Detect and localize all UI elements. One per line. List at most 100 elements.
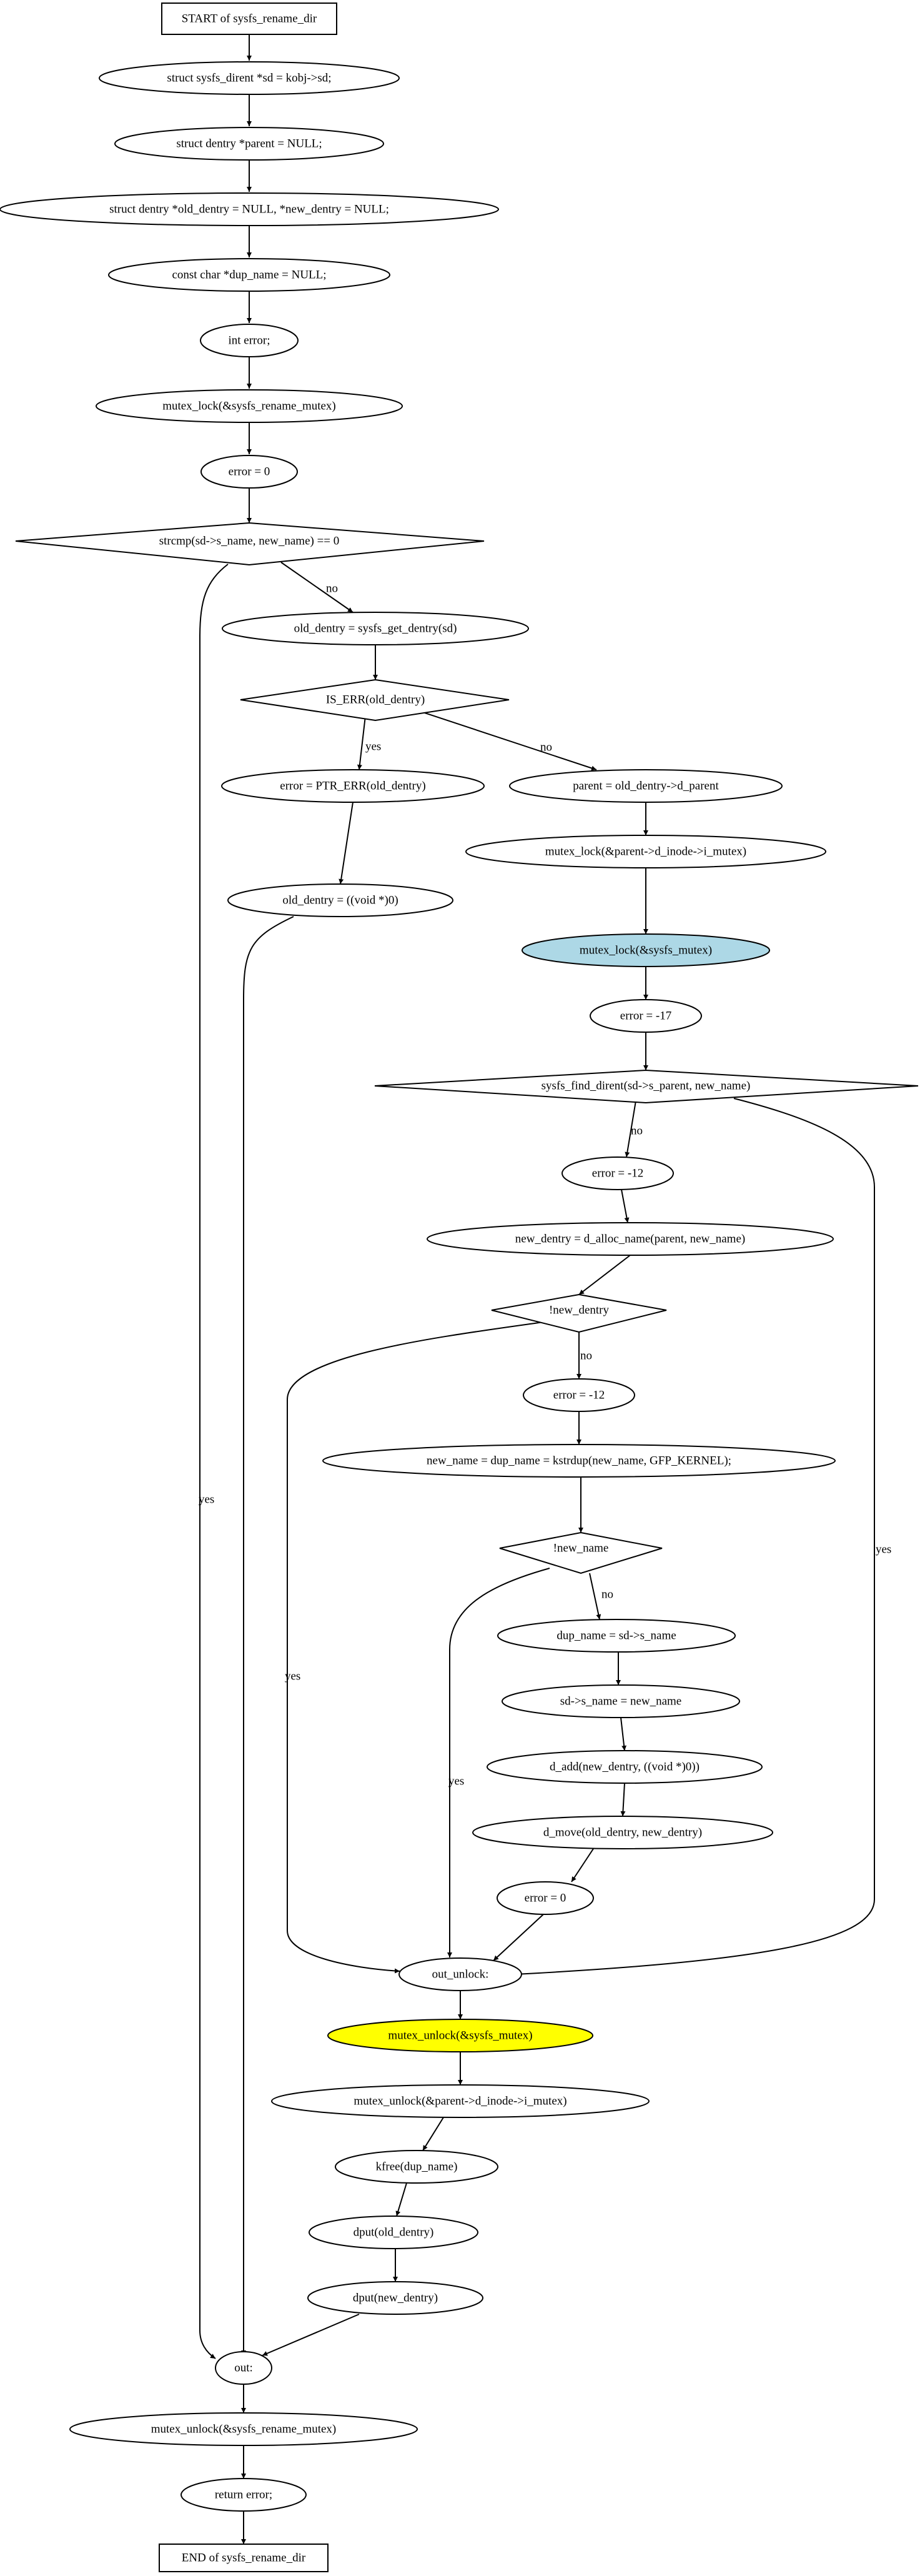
label-node: out: — [215, 2351, 272, 2385]
edge — [262, 2314, 360, 2356]
svg-text:return error;: return error; — [215, 2489, 272, 2502]
statement-node: old_dentry = ((void *)0) — [227, 883, 453, 917]
svg-text:!new_dentry: !new_dentry — [549, 1304, 610, 1317]
statement-node: error = -17 — [590, 999, 702, 1033]
edge — [339, 802, 354, 885]
svg-text:int error;: int error; — [228, 334, 270, 347]
svg-text:const char *dup_name = NULL;: const char *dup_name = NULL; — [172, 269, 326, 282]
statement-node: parent = old_dentry->d_parent — [509, 769, 783, 803]
edge — [395, 2182, 407, 2217]
statement-node: error = 0 — [497, 1881, 594, 1915]
statement-node: mutex_unlock(&parent->d_inode->i_mutex) — [271, 2084, 650, 2118]
svg-text:struct dentry *old_dentry = NU: struct dentry *old_dentry = NULL, *new_d… — [109, 203, 389, 216]
edge — [280, 562, 354, 613]
end-node: END of sysfs_rename_dir — [159, 2544, 329, 2572]
statement-node: const char *dup_name = NULL; — [108, 258, 390, 292]
edge — [357, 715, 366, 770]
svg-text:error = 0: error = 0 — [525, 1892, 566, 1905]
statement-node: return error; — [181, 2478, 307, 2512]
statement-node: struct dentry *old_dentry = NULL, *new_d… — [0, 192, 499, 226]
svg-text:d_add(new_dentry, ((void *)0)): d_add(new_dentry, ((void *)0)) — [550, 1761, 700, 1774]
svg-text:kfree(dup_name): kfree(dup_name) — [376, 2161, 458, 2174]
edge-label-d1-no: no — [326, 582, 338, 595]
statement-node: error = -12 — [523, 1378, 635, 1412]
svg-text:IS_ERR(old_dentry): IS_ERR(old_dentry) — [326, 694, 425, 707]
statement-node: mutex_lock(&parent->d_inode->i_mutex) — [465, 835, 826, 868]
statement-node: struct sysfs_dirent *sd = kobj->sd; — [99, 61, 400, 95]
statement-node: sd->s_name = new_name — [502, 1684, 740, 1718]
edge-label-d1-yes: yes — [199, 1493, 214, 1506]
svg-text:sd->s_name = new_name: sd->s_name = new_name — [560, 1695, 682, 1708]
svg-text:sysfs_find_dirent(sd->s_parent: sysfs_find_dirent(sd->s_parent, new_name… — [542, 1080, 751, 1093]
edge — [589, 1573, 601, 1620]
edge — [620, 1717, 627, 1751]
statement-node: error = -12 — [561, 1156, 674, 1190]
svg-text:old_dentry = ((void *)0): old_dentry = ((void *)0) — [282, 894, 398, 907]
edge-label-d3-yes: yes — [876, 1543, 891, 1556]
svg-text:dput(new_dentry): dput(new_dentry) — [353, 2292, 438, 2305]
statement-node: new_name = dup_name = kstrdup(new_name, … — [322, 1444, 836, 1478]
svg-text:struct dentry *parent = NULL;: struct dentry *parent = NULL; — [176, 137, 322, 151]
edge — [515, 1098, 875, 1977]
svg-text:mutex_lock(&sysfs_mutex): mutex_lock(&sysfs_mutex) — [580, 944, 712, 957]
svg-text:new_dentry = d_alloc_name(pare: new_dentry = d_alloc_name(parent, new_na… — [515, 1233, 745, 1246]
decision-node: !new_dentry — [491, 1293, 667, 1333]
edge — [578, 1255, 631, 1295]
decision-node: IS_ERR(old_dentry) — [240, 679, 510, 722]
statement-node: d_move(old_dentry, new_dentry) — [472, 1816, 773, 1849]
svg-text:new_name = dup_name = kstrdup(: new_name = dup_name = kstrdup(new_name, … — [427, 1455, 731, 1468]
edge — [447, 1568, 550, 1957]
svg-text:d_move(old_dentry, new_dentry): d_move(old_dentry, new_dentry) — [543, 1826, 702, 1839]
svg-text:error = -12: error = -12 — [592, 1167, 643, 1180]
svg-text:dup_name = sd->s_name: dup_name = sd->s_name — [556, 1629, 676, 1643]
edge — [241, 916, 294, 2355]
statement-node: d_add(new_dentry, ((void *)0)) — [487, 1750, 763, 1784]
svg-text:strcmp(sd->s_name, new_name) =: strcmp(sd->s_name, new_name) == 0 — [159, 535, 340, 548]
edge — [287, 1321, 544, 1974]
edge — [571, 1848, 594, 1882]
highlighted-lock-node: mutex_lock(&sysfs_mutex) — [522, 933, 770, 967]
decision-node: sysfs_find_dirent(sd->s_parent, new_name… — [374, 1069, 919, 1104]
start-node: START of sysfs_rename_dir — [161, 2, 337, 35]
statement-node: dup_name = sd->s_name — [497, 1619, 736, 1653]
edge-label-d2-yes: yes — [365, 740, 381, 753]
svg-text:mutex_unlock(&sysfs_rename_mut: mutex_unlock(&sysfs_rename_mutex) — [151, 2423, 337, 2436]
svg-text:out_unlock:: out_unlock: — [432, 1968, 489, 1981]
svg-text:old_dentry = sysfs_get_dentry(: old_dentry = sysfs_get_dentry(sd) — [294, 622, 457, 635]
statement-node: kfree(dup_name) — [335, 2150, 498, 2184]
edge — [621, 1189, 630, 1223]
label-node: out_unlock: — [398, 1957, 522, 1991]
statement-node: struct dentry *parent = NULL; — [114, 127, 384, 161]
edge — [424, 712, 597, 771]
svg-text:parent = old_dentry->d_parent: parent = old_dentry->d_parent — [573, 780, 719, 793]
edge — [493, 1914, 544, 1961]
svg-text:mutex_lock(&parent->d_inode->i: mutex_lock(&parent->d_inode->i_mutex) — [545, 845, 746, 858]
svg-text:error = 0: error = 0 — [229, 465, 270, 479]
svg-text:!new_name: !new_name — [553, 1542, 609, 1555]
statement-node: mutex_lock(&sysfs_rename_mutex) — [96, 389, 403, 423]
svg-text:START of sysfs_rename_dir: START of sysfs_rename_dir — [182, 12, 317, 26]
svg-text:mutex_unlock(&parent->d_inode-: mutex_unlock(&parent->d_inode->i_mutex) — [354, 2095, 566, 2108]
edge — [620, 1783, 626, 1817]
statement-node: int error; — [200, 324, 299, 357]
edge-label-d5-yes: yes — [448, 1775, 464, 1788]
svg-text:error = -17: error = -17 — [620, 1010, 671, 1023]
edge-label-d2-no: no — [540, 741, 552, 754]
highlighted-unlock-node: mutex_unlock(&sysfs_mutex) — [327, 2019, 593, 2052]
svg-text:mutex_lock(&sysfs_rename_mutex: mutex_lock(&sysfs_rename_mutex) — [162, 400, 336, 413]
edge — [422, 2117, 444, 2151]
statement-node: new_dentry = d_alloc_name(parent, new_na… — [427, 1222, 834, 1256]
edge-labels: no yes yes no no yes no yes no yes — [199, 582, 891, 1788]
decision-node: strcmp(sd->s_name, new_name) == 0 — [15, 522, 485, 566]
edge-label-d5-no: no — [601, 1588, 613, 1601]
svg-text:error = PTR_ERR(old_dentry): error = PTR_ERR(old_dentry) — [280, 780, 425, 793]
statement-node: error = 0 — [200, 455, 298, 489]
svg-text:error = -12: error = -12 — [553, 1389, 605, 1402]
edge — [199, 564, 229, 2359]
statement-node: old_dentry = sysfs_get_dentry(sd) — [222, 612, 529, 645]
svg-text:struct sysfs_dirent *sd = kobj: struct sysfs_dirent *sd = kobj->sd; — [167, 72, 331, 85]
statement-node: dput(old_dentry) — [309, 2215, 478, 2249]
edge-label-d4-no: no — [580, 1350, 592, 1363]
edge-label-d3-no: no — [631, 1125, 643, 1138]
